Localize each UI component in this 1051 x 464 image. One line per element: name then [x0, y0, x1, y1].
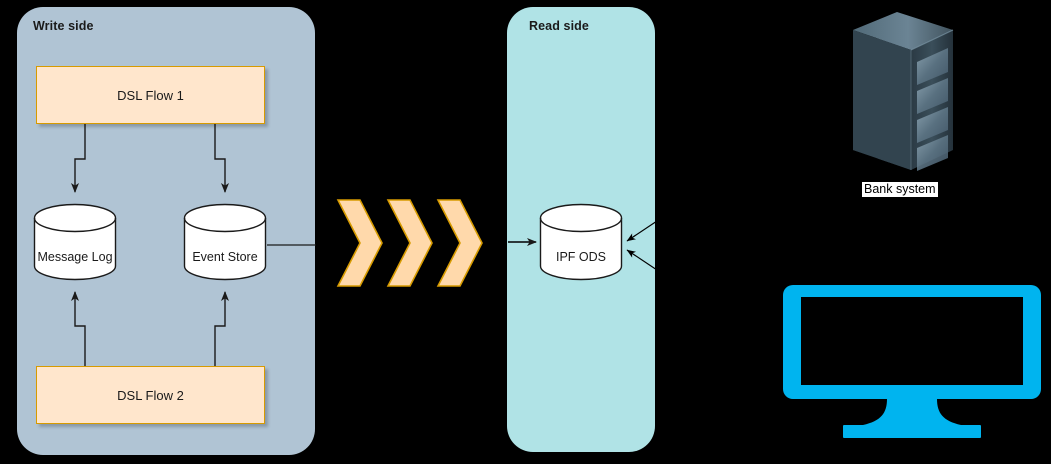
process-box-dsl-flow-1[interactable]: DSL Flow 1 [36, 66, 265, 124]
chevron-icon [386, 199, 433, 287]
chevron-icon [436, 199, 483, 287]
server-rack-icon [845, 8, 957, 180]
datastore-ipf-ods-label: IPF ODS [555, 250, 606, 264]
datastore-event-store[interactable]: Event Store [183, 203, 267, 281]
monitor-icon [783, 285, 1041, 440]
datastore-message-log-label: Message Log [37, 250, 113, 264]
server-rack-label: Bank system [862, 182, 938, 197]
datastore-event-store-label: Event Store [192, 250, 258, 264]
datastore-ipf-ods[interactable]: IPF ODS [539, 203, 623, 281]
chevron-icon [336, 199, 383, 287]
process-box-dsl-flow-1-label: DSL Flow 1 [117, 87, 184, 103]
zone-write-side-label: Write side [33, 19, 94, 33]
process-box-dsl-flow-2-label: DSL Flow 2 [117, 387, 184, 403]
process-box-dsl-flow-2[interactable]: DSL Flow 2 [36, 366, 265, 424]
flow-chevrons-icon [336, 198, 488, 288]
zone-read-side-label: Read side [529, 19, 589, 33]
datastore-message-log[interactable]: Message Log [33, 203, 117, 281]
